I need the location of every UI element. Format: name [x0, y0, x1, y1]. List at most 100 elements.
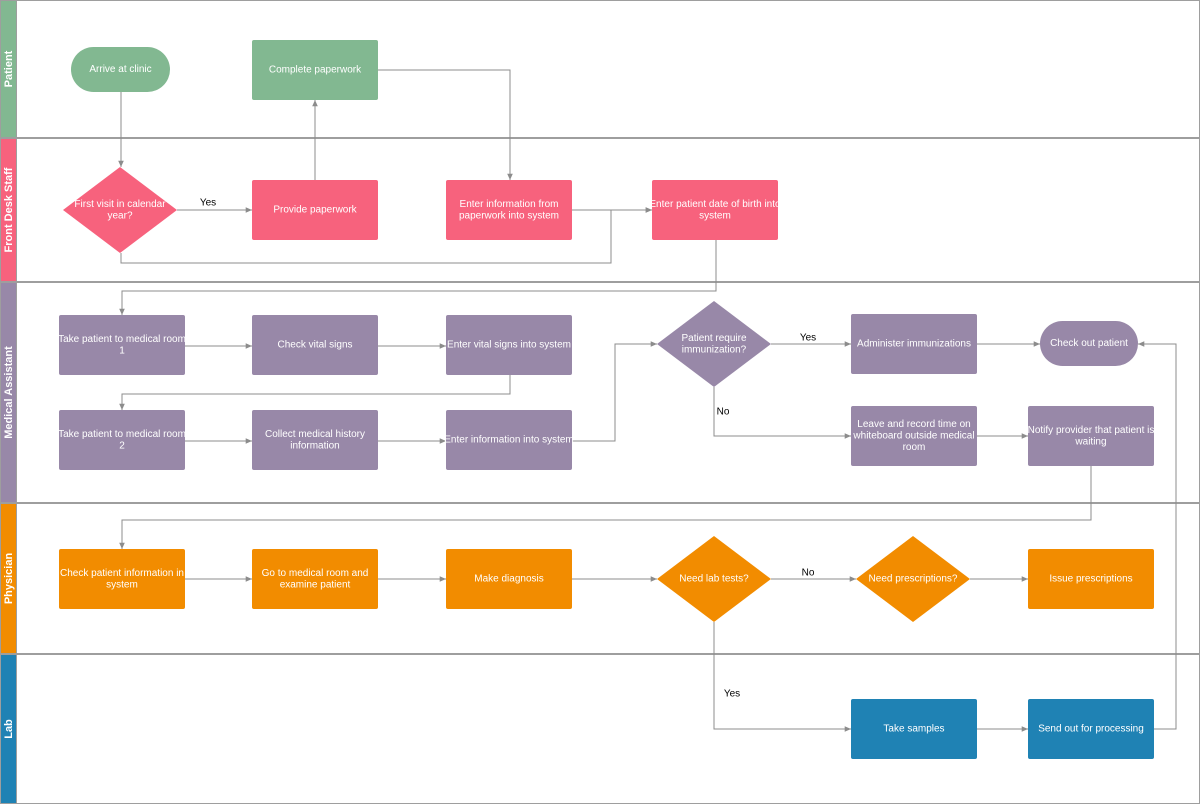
process-box [252, 315, 378, 375]
step-label: Go to medical room and [262, 568, 369, 579]
lane-patient: Patient [0, 0, 1200, 138]
lane-medical-assistant: Medical Assistant [0, 282, 1200, 503]
step-label: Enter information into system [444, 435, 574, 446]
connector-complete-to-enter-info [378, 69, 513, 180]
connector-label: Yes [200, 198, 216, 209]
step-enter-info-system: Enter information into system [444, 410, 574, 470]
step-label: Issue prescriptions [1049, 574, 1132, 585]
step-label: information [290, 440, 339, 451]
process-box [59, 410, 185, 470]
connector-dob-to-room-1 [119, 240, 717, 315]
lane-label: Medical Assistant [3, 346, 15, 439]
step-provide-paperwork: Provide paperwork [252, 180, 378, 240]
step-label: system [106, 579, 138, 590]
step-check-out: Check out patient [1040, 321, 1138, 366]
step-label: 2 [119, 440, 125, 451]
step-issue-prescriptions: Issue prescriptions [1028, 549, 1154, 609]
process-box [851, 314, 977, 374]
step-label: Check vital signs [277, 340, 352, 351]
lane-label: Lab [3, 719, 15, 739]
step-label: year? [107, 210, 132, 221]
step-label: Administer immunizations [857, 339, 971, 350]
lane-header-strip [0, 0, 17, 138]
process-box [59, 549, 185, 609]
step-label: room [903, 442, 926, 453]
process-box [446, 180, 572, 240]
lane-label: Front Desk Staff [3, 167, 15, 252]
step-label: whiteboard outside medical [852, 431, 974, 442]
decision-diamond [657, 301, 771, 387]
connectors [118, 69, 1177, 732]
step-label: waiting [1074, 436, 1106, 447]
step-label: Complete paperwork [269, 65, 362, 76]
lane-header-strip [0, 282, 17, 503]
process-box [446, 315, 572, 375]
step-label: First visit in calendar [74, 199, 166, 210]
terminal-pill [1040, 321, 1138, 366]
process-box [446, 549, 572, 609]
process-box [1028, 549, 1154, 609]
connector-label: No [802, 568, 815, 579]
lane-body [0, 282, 1200, 503]
connector-label: Yes [800, 333, 816, 344]
step-label: paperwork into system [459, 210, 559, 221]
step-check-vitals: Check vital signs [252, 315, 378, 375]
process-box [252, 40, 378, 100]
process-box [851, 406, 977, 466]
connector-lab-tests-yes [713, 622, 851, 732]
step-label: Check out patient [1050, 338, 1128, 349]
decision-diamond [63, 167, 177, 253]
step-label: system [699, 210, 731, 221]
step-label: Enter information from [460, 199, 559, 210]
lane-label: Physician [3, 553, 15, 605]
step-label: Collect medical history [265, 429, 365, 440]
step-label: Provide paperwork [273, 205, 357, 216]
process-box [1028, 699, 1154, 759]
step-label: Enter patient date of birth into [649, 199, 781, 210]
step-label: Take patient to medical room [58, 334, 186, 345]
step-label: Take patient to medical room [58, 429, 186, 440]
step-label: Arrive at clinic [89, 64, 151, 75]
decision-diamond [856, 536, 970, 622]
connector-immunization-no [713, 387, 851, 439]
step-arrive: Arrive at clinic [71, 47, 170, 92]
connector-notify-to-check-info [119, 466, 1092, 549]
step-label: Enter vital signs into system [447, 340, 571, 351]
lane-label: Patient [3, 50, 15, 87]
process-box [1028, 406, 1154, 466]
step-need-lab-tests: Need lab tests? [657, 536, 771, 622]
step-make-diagnosis: Make diagnosis [446, 549, 572, 609]
step-label: Patient require [681, 333, 746, 344]
process-box [252, 180, 378, 240]
step-administer-immunizations: Administer immunizations [851, 314, 977, 374]
step-label: Notify provider that patient is [1028, 425, 1155, 436]
process-box [652, 180, 778, 240]
step-take-samples: Take samples [851, 699, 977, 759]
terminal-pill [71, 47, 170, 92]
step-complete-paperwork: Complete paperwork [252, 40, 378, 100]
connector-enter-vitals-to-room-2 [119, 375, 511, 410]
step-label: Take samples [883, 724, 944, 735]
step-label: 1 [119, 345, 125, 356]
step-label: immunization? [682, 344, 747, 355]
connector-label: No [717, 407, 730, 418]
step-label: Check patient information in [60, 568, 184, 579]
step-label: Leave and record time on [857, 419, 970, 430]
step-enter-vitals: Enter vital signs into system [446, 315, 572, 375]
step-label: Send out for processing [1038, 724, 1144, 735]
step-label: Make diagnosis [474, 574, 543, 585]
connector-send-to-checkout [1138, 341, 1177, 730]
connector-label: Yes [724, 689, 740, 700]
step-need-prescriptions: Need prescriptions? [856, 536, 970, 622]
